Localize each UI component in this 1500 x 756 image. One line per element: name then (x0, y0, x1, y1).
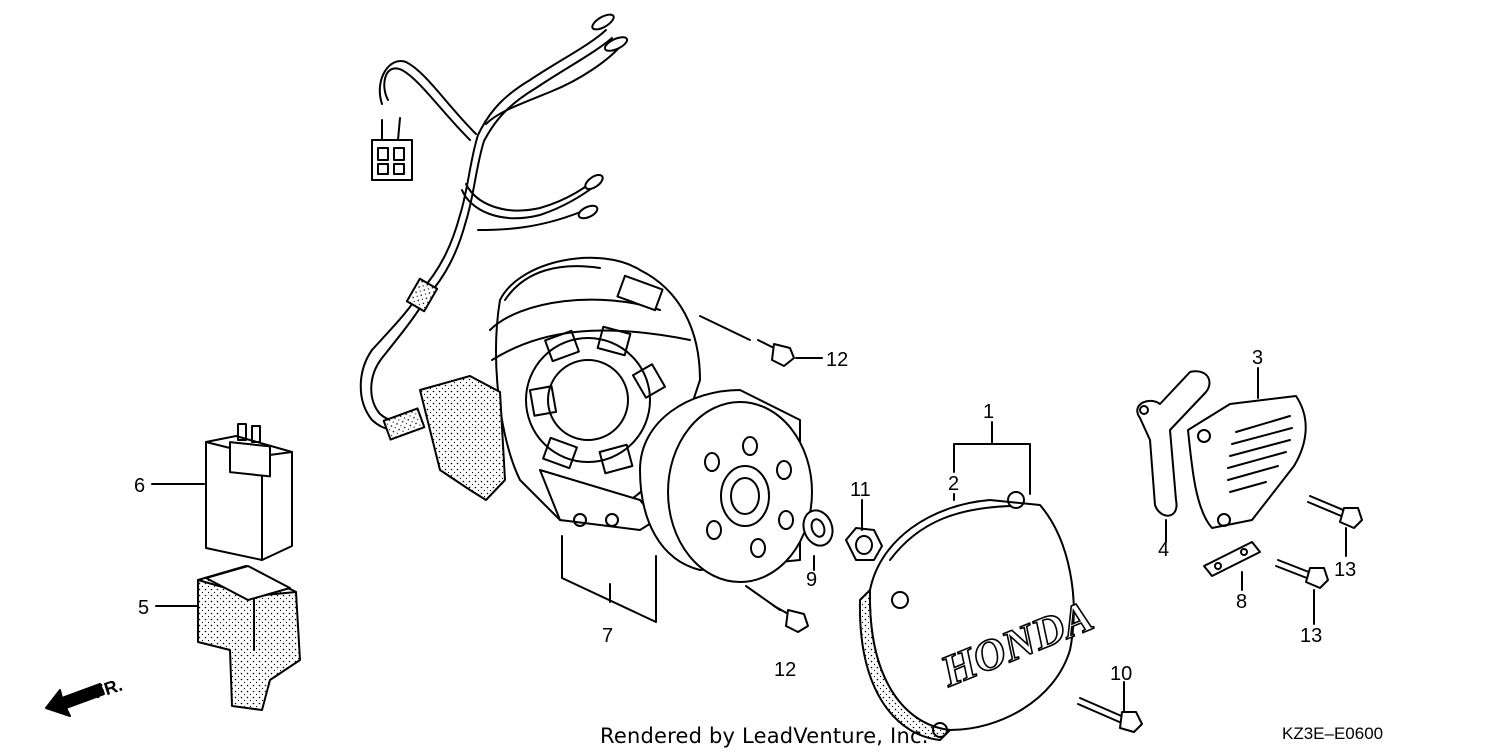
coupler-connector (371, 117, 413, 181)
diagram-code: KZ3E–E0600 (1282, 724, 1384, 743)
flywheel (639, 389, 813, 583)
callout-3: 3 (1252, 347, 1263, 369)
callout-10: 10 (1110, 663, 1132, 685)
gasket (1136, 370, 1211, 517)
svg-text:FR.: FR. (91, 675, 125, 703)
callout-6: 6 (134, 475, 145, 497)
callout-1: 1 (983, 401, 994, 423)
callout-8: 8 (1236, 591, 1247, 613)
callout-12-lower: 12 (774, 659, 796, 681)
rendered-by-credit: Rendered by LeadVenture, Inc. (600, 724, 929, 748)
wire-terminals (577, 13, 629, 220)
leader-lines (151, 315, 1347, 713)
callout-11: 11 (850, 479, 871, 501)
callout-4: 4 (1158, 539, 1169, 561)
crankcase-cover: HONDA (858, 491, 1100, 741)
callout-13-upper: 13 (1334, 559, 1356, 581)
bolt-10 (1077, 697, 1143, 733)
flange-nut (845, 527, 883, 561)
callout-9: 9 (806, 569, 817, 591)
rubber-cover (197, 565, 301, 711)
cdi-unit (205, 423, 293, 561)
callout-7: 7 (602, 625, 613, 647)
front-direction-arrow: FR. (45, 675, 125, 717)
bolt-12-upper (757, 339, 795, 367)
bolt-13-upper (1307, 495, 1363, 529)
callout-5: 5 (138, 597, 149, 619)
callout-12-upper: 12 (826, 349, 848, 371)
wire-harness (359, 13, 629, 441)
washer (802, 509, 834, 547)
callout-13-lower: 13 (1300, 625, 1322, 647)
callout-2: 2 (948, 473, 959, 495)
plate-8 (1203, 541, 1261, 577)
bolt-13-lower (1275, 559, 1329, 589)
sprocket-cover (1187, 395, 1307, 529)
callouts: 1 2 3 4 5 6 7 8 9 10 11 12 12 13 13 (134, 347, 1356, 685)
